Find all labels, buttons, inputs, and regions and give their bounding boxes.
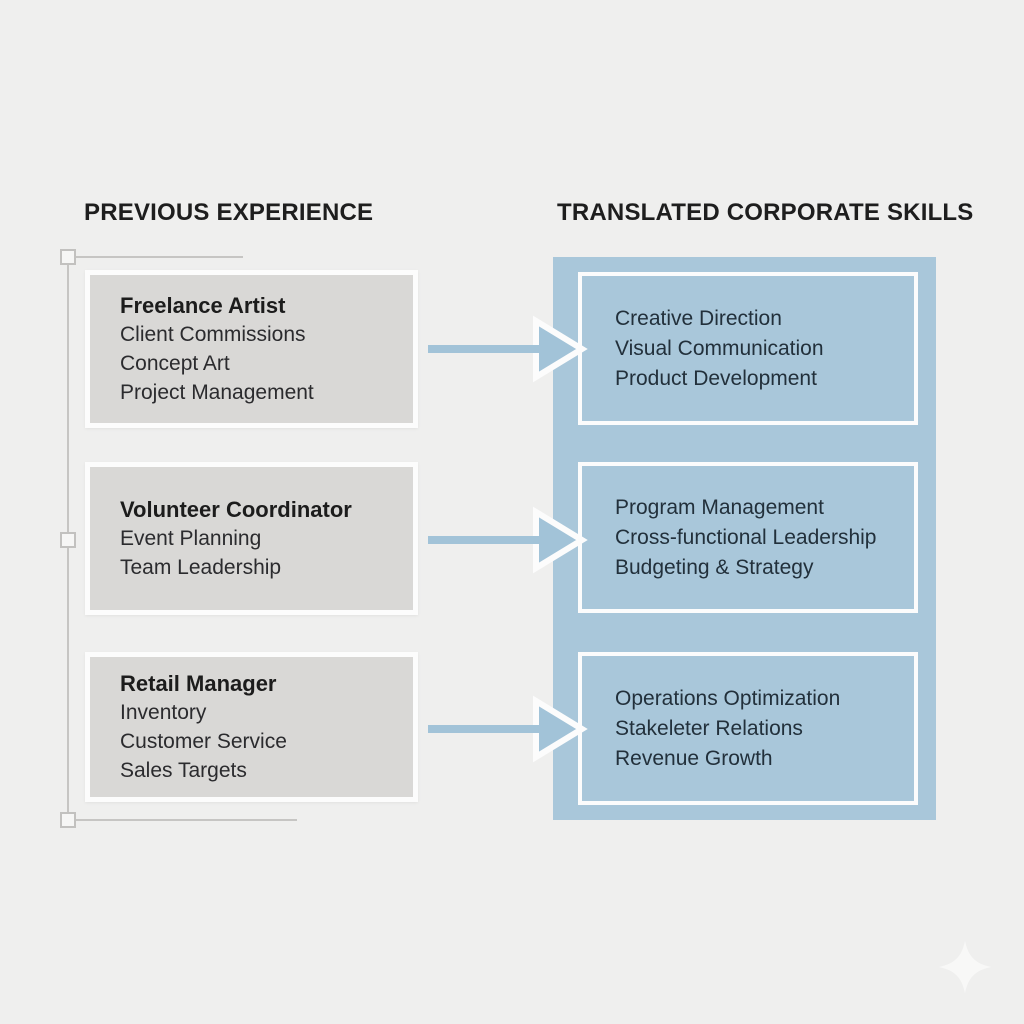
translated-corporate-skills-header: TRANSLATED CORPORATE SKILLS xyxy=(557,199,974,226)
experience-item: Customer Service xyxy=(120,730,287,753)
experience-item: Project Management xyxy=(120,381,314,404)
experience-item: Concept Art xyxy=(120,352,230,375)
experience-item: Sales Targets xyxy=(120,759,247,782)
bracket-handle-middle xyxy=(60,532,76,548)
right-arrow-icon xyxy=(428,315,588,383)
experience-box-title: Volunteer Coordinator xyxy=(120,497,352,522)
skill-item: Operations Optimization xyxy=(615,686,841,710)
experience-box-title: Retail Manager xyxy=(120,671,277,696)
skills-box-operations: Operations Optimization Stakeleter Relat… xyxy=(578,652,918,805)
skills-panel: Creative Direction Visual Communication … xyxy=(553,257,936,820)
experience-box-volunteer-coordinator: Volunteer Coordinator Event Planning Tea… xyxy=(85,462,418,615)
previous-experience-header: PREVIOUS EXPERIENCE xyxy=(84,199,374,226)
experience-item: Team Leadership xyxy=(120,556,282,579)
skill-item: Product Development xyxy=(615,366,817,390)
skills-box-program: Program Management Cross-functional Lead… xyxy=(578,462,918,613)
bracket-handle-top xyxy=(60,249,76,265)
bracket-top-line xyxy=(68,256,243,258)
experience-item: Inventory xyxy=(120,701,207,724)
experience-item: Event Planning xyxy=(120,527,262,550)
experience-box-retail-manager: Retail Manager Inventory Customer Servic… xyxy=(85,652,418,802)
experience-box-title: Freelance Artist xyxy=(120,293,286,318)
experience-item: Client Commissions xyxy=(120,323,306,346)
skill-item: Stakeleter Relations xyxy=(615,716,803,740)
skill-item: Visual Communication xyxy=(615,336,824,360)
sparkle-icon xyxy=(938,940,992,994)
skill-item: Creative Direction xyxy=(615,306,782,330)
skill-item: Revenue Growth xyxy=(615,746,773,770)
bracket-bottom-line xyxy=(68,819,297,821)
skills-box-creative: Creative Direction Visual Communication … xyxy=(578,272,918,425)
skill-item: Cross-functional Leadership xyxy=(615,525,877,549)
bracket-handle-bottom xyxy=(60,812,76,828)
right-arrow-icon xyxy=(428,506,588,574)
right-arrow-icon xyxy=(428,695,588,763)
skill-item: Program Management xyxy=(615,495,824,519)
experience-box-freelance-artist: Freelance Artist Client Commissions Conc… xyxy=(85,270,418,428)
skill-item: Budgeting & Strategy xyxy=(615,555,814,579)
